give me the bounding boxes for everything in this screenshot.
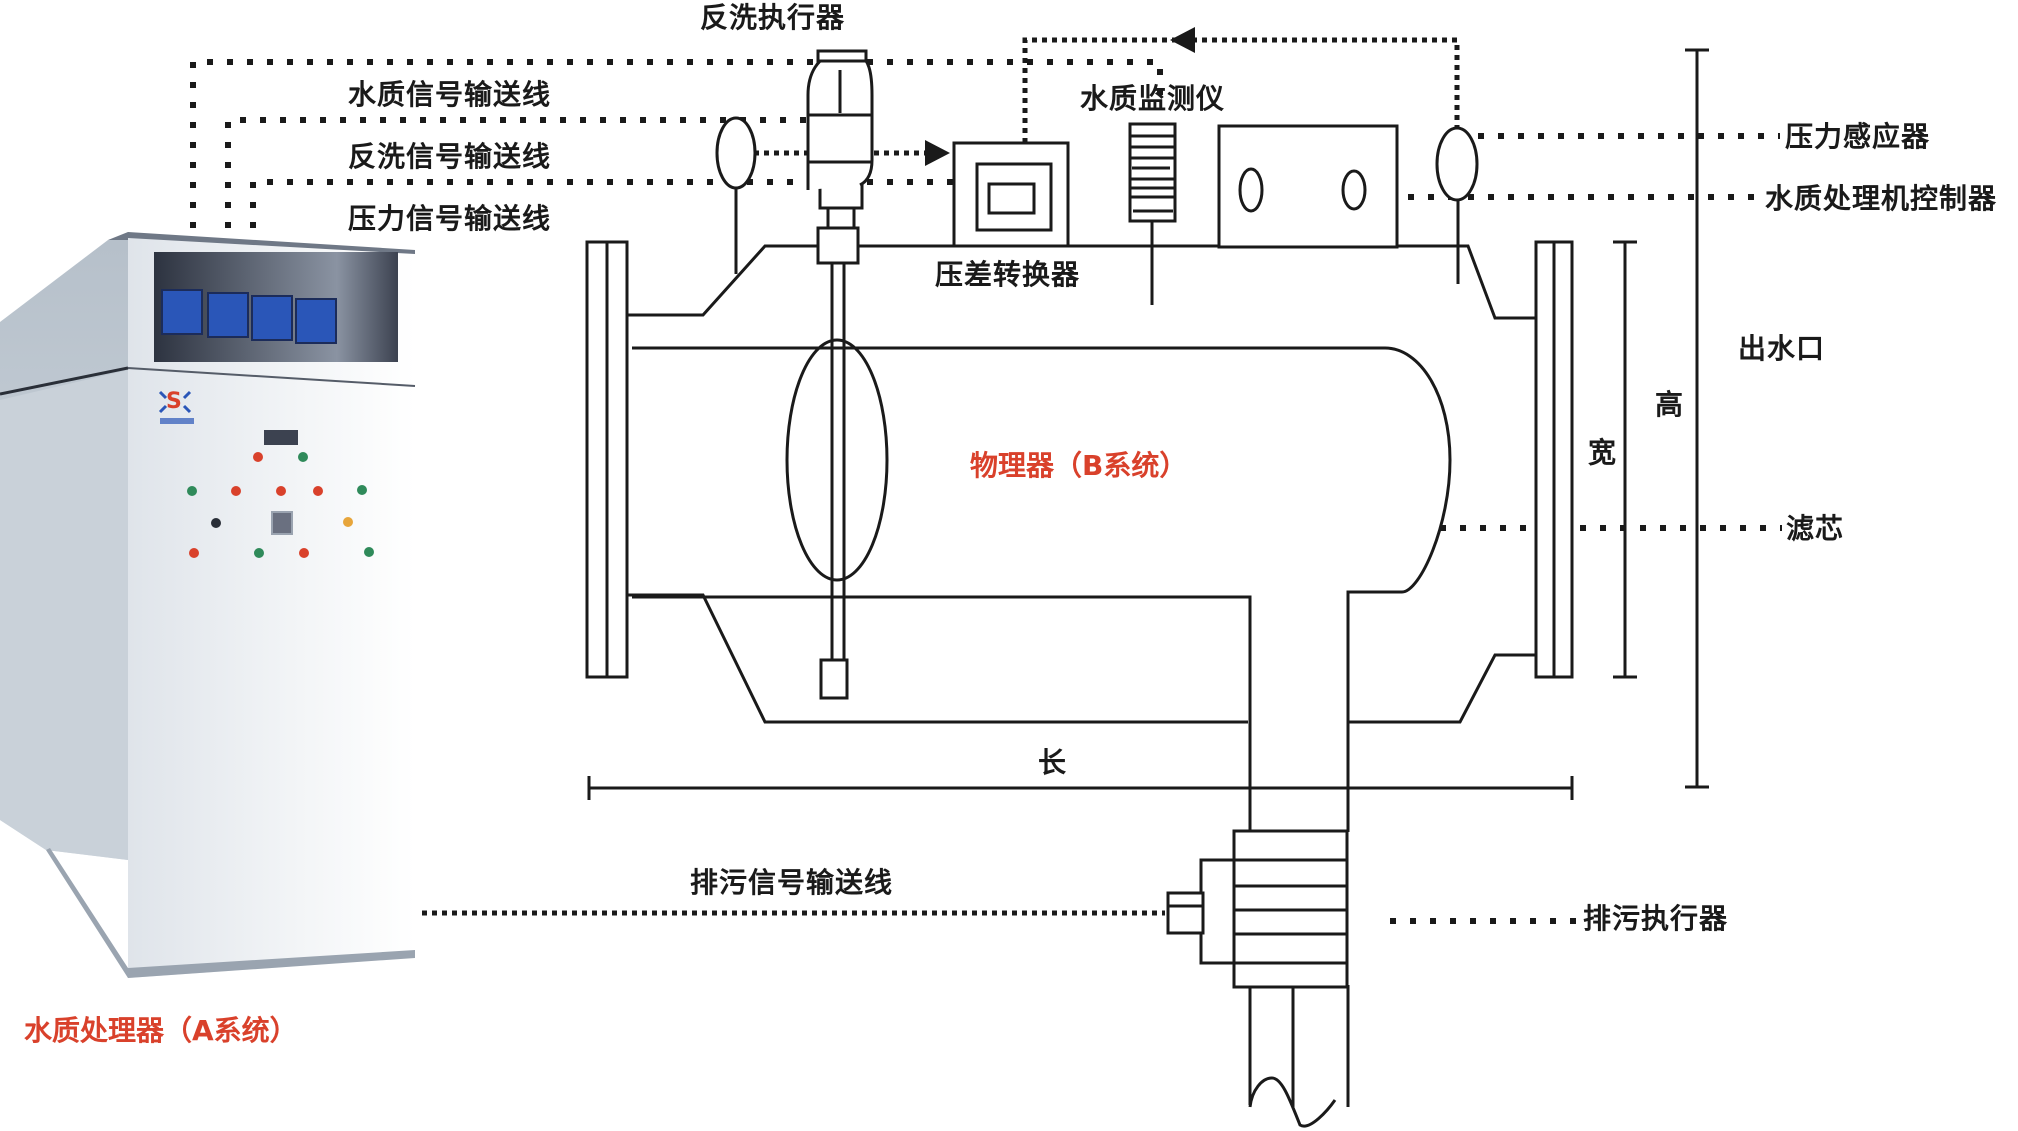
label-water-treatment-unit: 水质处理器（A系统） — [24, 1014, 298, 1047]
controller-port-icon — [1341, 169, 1367, 211]
indicator-light-dark[interactable] — [211, 518, 221, 528]
indicator-light-red[interactable] — [189, 548, 199, 558]
physical-unit — [585, 49, 1574, 1128]
label-drain-signal-line: 排污信号输送线 — [690, 866, 893, 899]
indicator-light-red[interactable] — [313, 486, 323, 496]
controller-port-icon — [1238, 167, 1264, 213]
pressure-sensor-right — [1435, 126, 1479, 284]
selector-switch[interactable] — [271, 511, 293, 535]
logo-letter: S — [166, 389, 182, 414]
label-pressure-signal-line: 压力信号输送线 — [348, 202, 551, 235]
indicator-light-red[interactable] — [231, 486, 241, 496]
drain-pipe — [1248, 818, 1350, 1128]
dimension-lines — [587, 48, 1709, 800]
backwash-actuator — [806, 49, 874, 190]
indicator-light-green[interactable] — [357, 485, 367, 495]
display-2 — [207, 292, 249, 338]
label-outlet: 出水口 — [1738, 332, 1825, 365]
shaft-bottom-block — [819, 658, 849, 700]
display-1 — [161, 289, 203, 335]
indicator-light-green[interactable] — [187, 486, 197, 496]
length-dimension — [587, 776, 1574, 800]
water-quality-signal-line — [190, 59, 1163, 228]
logo-arrows-icon — [158, 390, 192, 414]
label-backwash-signal-line: 反洗信号输送线 — [348, 140, 551, 173]
controller-box — [1217, 124, 1399, 249]
label-filter-element: 滤芯 — [1786, 512, 1844, 545]
label-pressure-diff-converter: 压差转换器 — [935, 258, 1080, 291]
indicator-lights — [187, 452, 374, 558]
inner-cylinder — [632, 346, 1452, 818]
indicator-light-red[interactable] — [299, 548, 309, 558]
filter-element — [785, 338, 889, 582]
arrow-left-icon — [1170, 27, 1195, 53]
inlet-flange — [585, 240, 609, 679]
pressure-signal-line — [250, 179, 955, 228]
label-water-quality-signal-line: 水质信号输送线 — [348, 78, 551, 111]
pressure-diff-converter — [952, 141, 1070, 248]
label-controller: 水质处理机控制器 — [1765, 182, 1997, 215]
shaft-top-block — [816, 226, 860, 265]
cabinet-face — [128, 238, 415, 978]
drain-actuator — [1166, 829, 1349, 989]
cabinet-side-lower — [0, 370, 128, 860]
height-dimension — [1685, 48, 1709, 789]
label-physical-unit: 物理器（B系统） — [970, 449, 1187, 482]
cabinet-logo: S — [158, 389, 194, 424]
width-dimension — [1613, 240, 1637, 679]
indicator-light-red[interactable] — [253, 452, 263, 462]
label-length: 长 — [1038, 746, 1067, 779]
indicator-light-green[interactable] — [298, 452, 308, 462]
indicator-light-green[interactable] — [254, 548, 264, 558]
tank-body-outline — [627, 244, 1536, 724]
label-height: 高 — [1655, 388, 1684, 421]
cabinet-displays — [161, 289, 337, 344]
water-quality-monitor — [1128, 122, 1177, 305]
indicator-light-green[interactable] — [364, 547, 374, 557]
pressure-sensor-left — [715, 116, 757, 274]
display-4 — [295, 298, 337, 344]
outlet-flange — [1534, 240, 1556, 679]
labels: 反洗执行器 水质信号输送线 反洗信号输送线 压力信号输送线 水质监测仪 压差转换… — [24, 1, 1997, 1047]
label-water-quality-monitor: 水质监测仪 — [1080, 82, 1225, 115]
water-treatment-cabinet: S — [0, 232, 416, 978]
label-pressure-sensor: 压力感应器 — [1785, 120, 1930, 153]
arrow-right-icon — [925, 140, 950, 166]
label-width: 宽 — [1588, 436, 1617, 469]
backwash-shaft — [830, 260, 846, 672]
indicator-light-orange[interactable] — [343, 517, 353, 527]
cabinet-readout — [264, 430, 298, 445]
label-drain-actuator: 排污执行器 — [1583, 902, 1728, 935]
indicator-light-red[interactable] — [276, 486, 286, 496]
label-backwash-actuator: 反洗执行器 — [700, 1, 845, 34]
converter-feedback-line — [1022, 37, 1460, 143]
display-3 — [251, 295, 293, 341]
signal-lines — [190, 27, 1782, 924]
